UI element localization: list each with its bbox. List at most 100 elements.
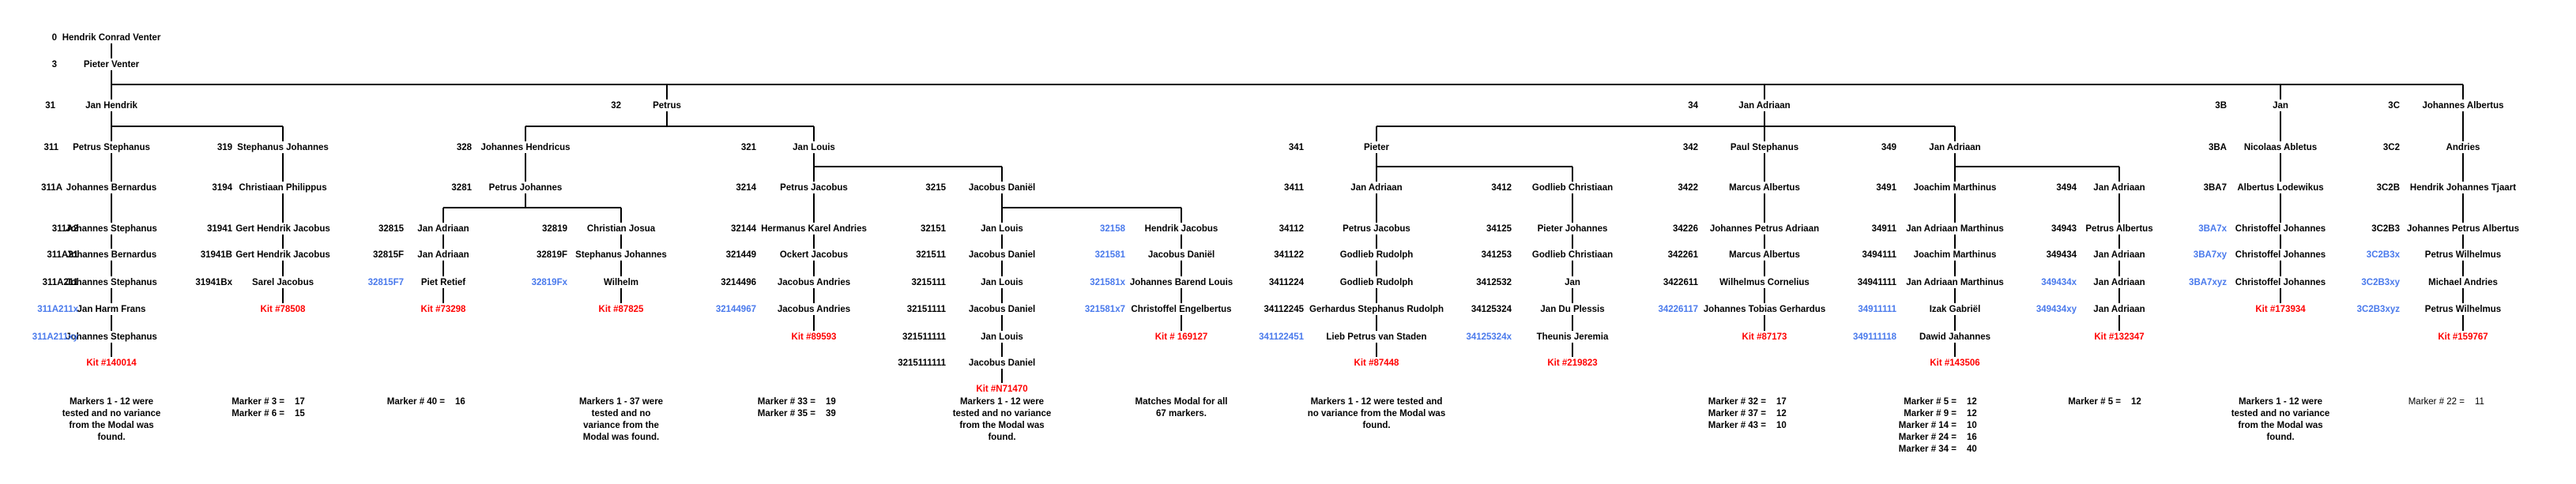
connector-vertical	[111, 343, 112, 357]
person-name: Jan Adriaan	[2093, 183, 2145, 193]
connector-vertical	[1954, 126, 1956, 141]
connector-vertical	[1376, 261, 1377, 276]
person-name: Godlieb Rudolph	[1339, 250, 1414, 260]
connector-vertical	[2280, 111, 2281, 141]
person-name: Gert Hendrik Jacobus	[235, 224, 330, 234]
person-id: 311A211x	[37, 305, 78, 314]
marker-label: Marker # 6 =	[232, 409, 284, 418]
person-id: 321581	[1094, 250, 1125, 260]
connector-horizontal	[525, 126, 814, 127]
connector-horizontal	[814, 166, 1002, 167]
person-id: 3C2B3xyz	[2356, 305, 2400, 314]
person-name: Petrus Jacobus	[780, 183, 848, 193]
connector-horizontal	[443, 207, 621, 208]
person-name: Jan Du Plessis	[1540, 305, 1605, 314]
connector-vertical	[2462, 261, 2464, 276]
person-id: 321581x	[1090, 278, 1125, 287]
person-name: Lieb Petrus van Staden	[1326, 332, 1427, 342]
person-id: 341	[1288, 143, 1304, 152]
connector-vertical	[1001, 167, 1003, 182]
marker-value: 40	[1967, 445, 1977, 454]
kit-label: Kit #78508	[260, 305, 306, 314]
connector-vertical	[282, 153, 284, 182]
kit-label: Kit #N71470	[976, 385, 1028, 394]
person-name: Petrus Jacobus	[1343, 224, 1410, 234]
person-name: Jacobus Daniël	[1147, 250, 1215, 260]
person-name: Johannes Petrus Albertus	[2406, 224, 2520, 234]
connector-vertical	[1001, 369, 1003, 383]
person-name: Christoffel Johannes	[2235, 250, 2326, 260]
person-id: 3	[51, 60, 57, 69]
person-id: 321449	[725, 250, 756, 260]
person-name: Johannes Stephanus	[66, 332, 157, 342]
person-name: Godlieb Rudolph	[1339, 278, 1414, 287]
connector-vertical	[282, 193, 284, 223]
person-name: Jacobus Andries	[777, 305, 851, 314]
connector-vertical	[1001, 234, 1003, 249]
connector-vertical	[620, 261, 622, 276]
kit-label: Kit #87825	[598, 305, 644, 314]
person-id: 32144967	[715, 305, 756, 314]
marker-value: 10	[1967, 421, 1977, 430]
person-id: 3BA7xyz	[2189, 278, 2227, 287]
person-id: 32815F7	[367, 278, 404, 287]
kit-label: Kit #159767	[2438, 332, 2488, 342]
person-id: 311	[43, 143, 58, 152]
person-id: 3194	[212, 183, 232, 193]
connector-vertical	[1376, 288, 1377, 303]
person-name: Hendrik Jacobus	[1144, 224, 1218, 234]
marker-label: Marker # 32 =	[1708, 397, 1766, 407]
person-id: 31941B	[200, 250, 232, 260]
connector-vertical	[282, 126, 284, 141]
person-id: 3B	[2215, 101, 2227, 111]
person-name: Jan Louis	[981, 278, 1023, 287]
person-id: 311A211xy	[32, 332, 78, 342]
person-name: Petrus	[653, 101, 681, 111]
person-name: Paul Stephanus	[1730, 143, 1799, 152]
person-id: 342	[1682, 143, 1698, 152]
connector-vertical	[2118, 315, 2120, 331]
connector-vertical	[2118, 234, 2120, 249]
annotation-line: variance from the	[583, 421, 659, 430]
connector-vertical	[1572, 234, 1573, 249]
person-id: 321511	[916, 250, 946, 260]
person-name: Sarel Jacobus	[252, 278, 314, 287]
person-id: 34112245	[1264, 305, 1304, 314]
marker-value: 17	[1776, 397, 1787, 407]
person-id: 3411	[1284, 183, 1304, 193]
marker-label: Marker # 5 =	[2068, 397, 2121, 407]
marker-label: Marker # 37 =	[1708, 409, 1766, 418]
person-name: Hendrik Johannes Tjaart	[2409, 183, 2517, 193]
person-name: Hendrik Conrad Venter	[62, 33, 161, 43]
annotation-line: Markers 1 - 12 were	[2238, 397, 2323, 407]
connector-vertical	[2280, 261, 2281, 276]
person-name: Jan Adriaan	[1929, 143, 1981, 152]
connector-vertical	[282, 234, 284, 249]
person-id: 3491	[1876, 183, 1896, 193]
person-name: Petrus Wilhelmus	[2424, 305, 2502, 314]
marker-value: 12	[1776, 409, 1787, 418]
person-name: Albertus Lodewikus	[2237, 183, 2324, 193]
connector-vertical	[620, 234, 622, 249]
annotation-line: found.	[97, 433, 126, 442]
person-name: Andries	[2446, 143, 2480, 152]
kit-label: Kit #173934	[2255, 305, 2306, 314]
marker-label: Marker # 40 =	[386, 397, 445, 407]
connector-horizontal	[1002, 207, 1181, 208]
marker-value: 39	[826, 409, 836, 418]
annotation-line: Modal was found.	[582, 433, 660, 442]
person-id: 3281	[451, 183, 472, 193]
connector-horizontal	[1955, 166, 2119, 167]
connector-vertical	[1376, 193, 1377, 223]
kit-label: Kit #143506	[1930, 358, 1980, 368]
person-id: 311A2	[51, 224, 78, 234]
connector-vertical	[1764, 288, 1765, 303]
person-id: 3412	[1491, 183, 1512, 193]
marker-value: 10	[1776, 421, 1787, 430]
person-name: Christoffel Johannes	[2235, 224, 2326, 234]
person-id: 341122	[1274, 250, 1304, 260]
person-name: Christoffel Johannes	[2235, 278, 2326, 287]
person-id: 3412532	[1476, 278, 1512, 287]
